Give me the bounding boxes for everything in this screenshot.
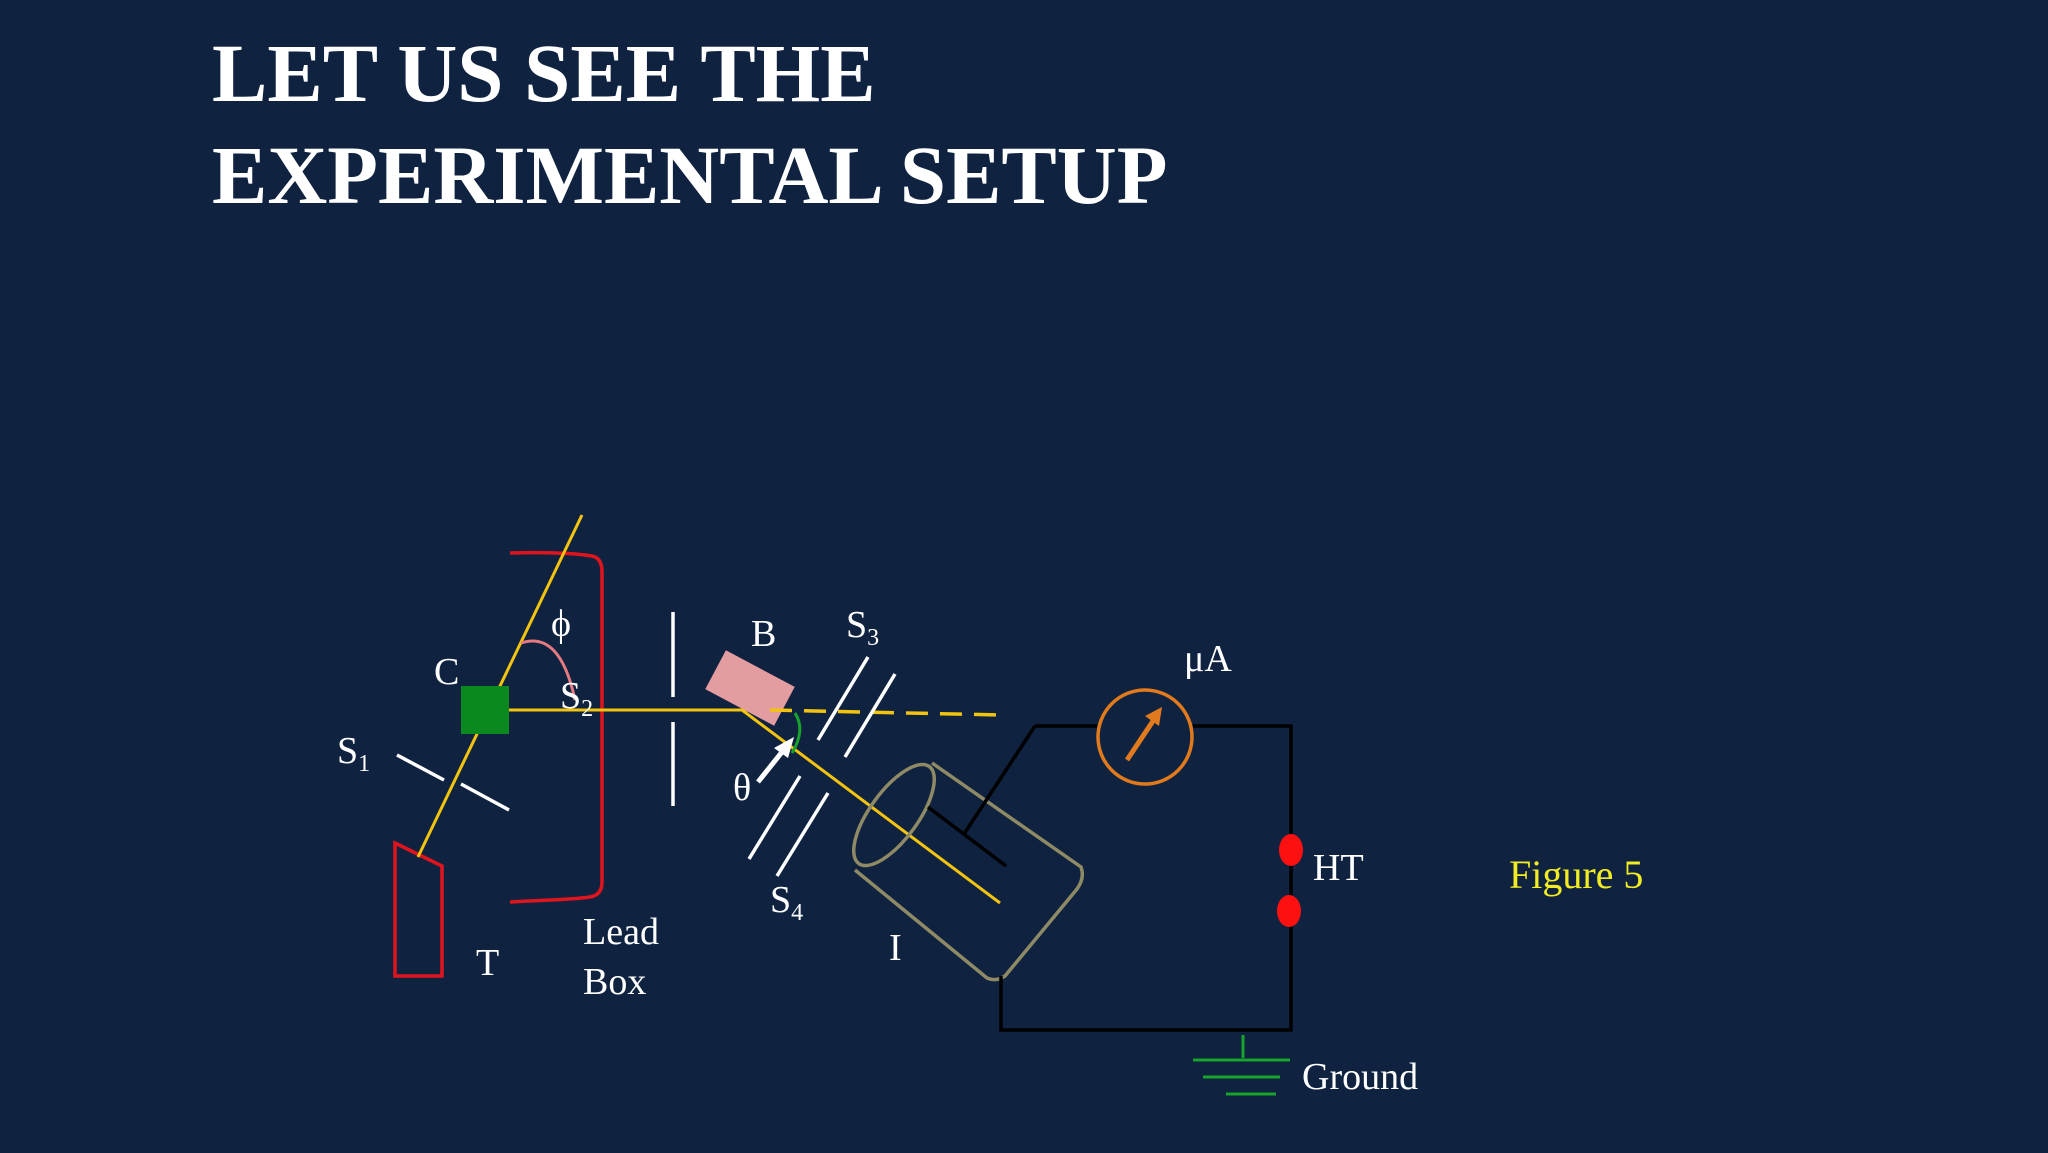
figure-caption: Figure 5 bbox=[1509, 852, 1643, 897]
slit-s4-bar-left bbox=[747, 775, 802, 860]
ground-symbol bbox=[1193, 1035, 1290, 1096]
label-slit4: S4 bbox=[770, 879, 803, 926]
label-block: B bbox=[751, 613, 776, 655]
lead-box bbox=[509, 550, 604, 904]
crystal-c bbox=[461, 686, 509, 734]
theta-arrow-head bbox=[774, 737, 794, 758]
slit-s1-bar-bottom bbox=[460, 782, 510, 812]
phi-angle-arc bbox=[520, 639, 577, 701]
title-line-1: LET US SEE THE bbox=[212, 27, 876, 119]
circuit-wire-ht bbox=[999, 724, 1293, 1032]
ionization-chamber bbox=[851, 725, 1085, 982]
label-crystal: C bbox=[434, 651, 459, 693]
ht-terminal-top bbox=[1279, 834, 1303, 866]
label-slit2: S2 bbox=[560, 675, 593, 722]
label-high-tension: HT bbox=[1313, 847, 1364, 889]
label-tube: T bbox=[476, 942, 499, 984]
label-microammeter: μA bbox=[1184, 638, 1232, 680]
slide-title: LET US SEE THE EXPERIMENTAL SETUP bbox=[212, 22, 1167, 226]
dashed-direct-beam bbox=[769, 708, 1001, 717]
label-slit3: S3 bbox=[846, 604, 879, 651]
xray-tube bbox=[393, 840, 444, 978]
slit-s1-bar-top bbox=[396, 753, 445, 782]
label-theta: θ bbox=[733, 767, 751, 809]
microammeter bbox=[1096, 688, 1194, 786]
label-lead-box-line2: Box bbox=[583, 961, 646, 1003]
label-ground: Ground bbox=[1302, 1056, 1418, 1098]
label-lead-box-line1: Lead bbox=[583, 911, 659, 953]
theta-angle-arc bbox=[790, 712, 802, 754]
label-slit1: S1 bbox=[337, 730, 370, 777]
slit-s3-bar-right bbox=[843, 673, 897, 758]
ht-terminal-bottom bbox=[1277, 895, 1301, 927]
label-phi: ϕ bbox=[551, 603, 571, 645]
slit-s4-bar-right bbox=[775, 792, 830, 877]
label-chamber: I bbox=[889, 927, 902, 969]
slit-s3-bar-left bbox=[816, 656, 870, 741]
block-b bbox=[705, 650, 795, 726]
title-line-2: EXPERIMENTAL SETUP bbox=[212, 129, 1168, 221]
